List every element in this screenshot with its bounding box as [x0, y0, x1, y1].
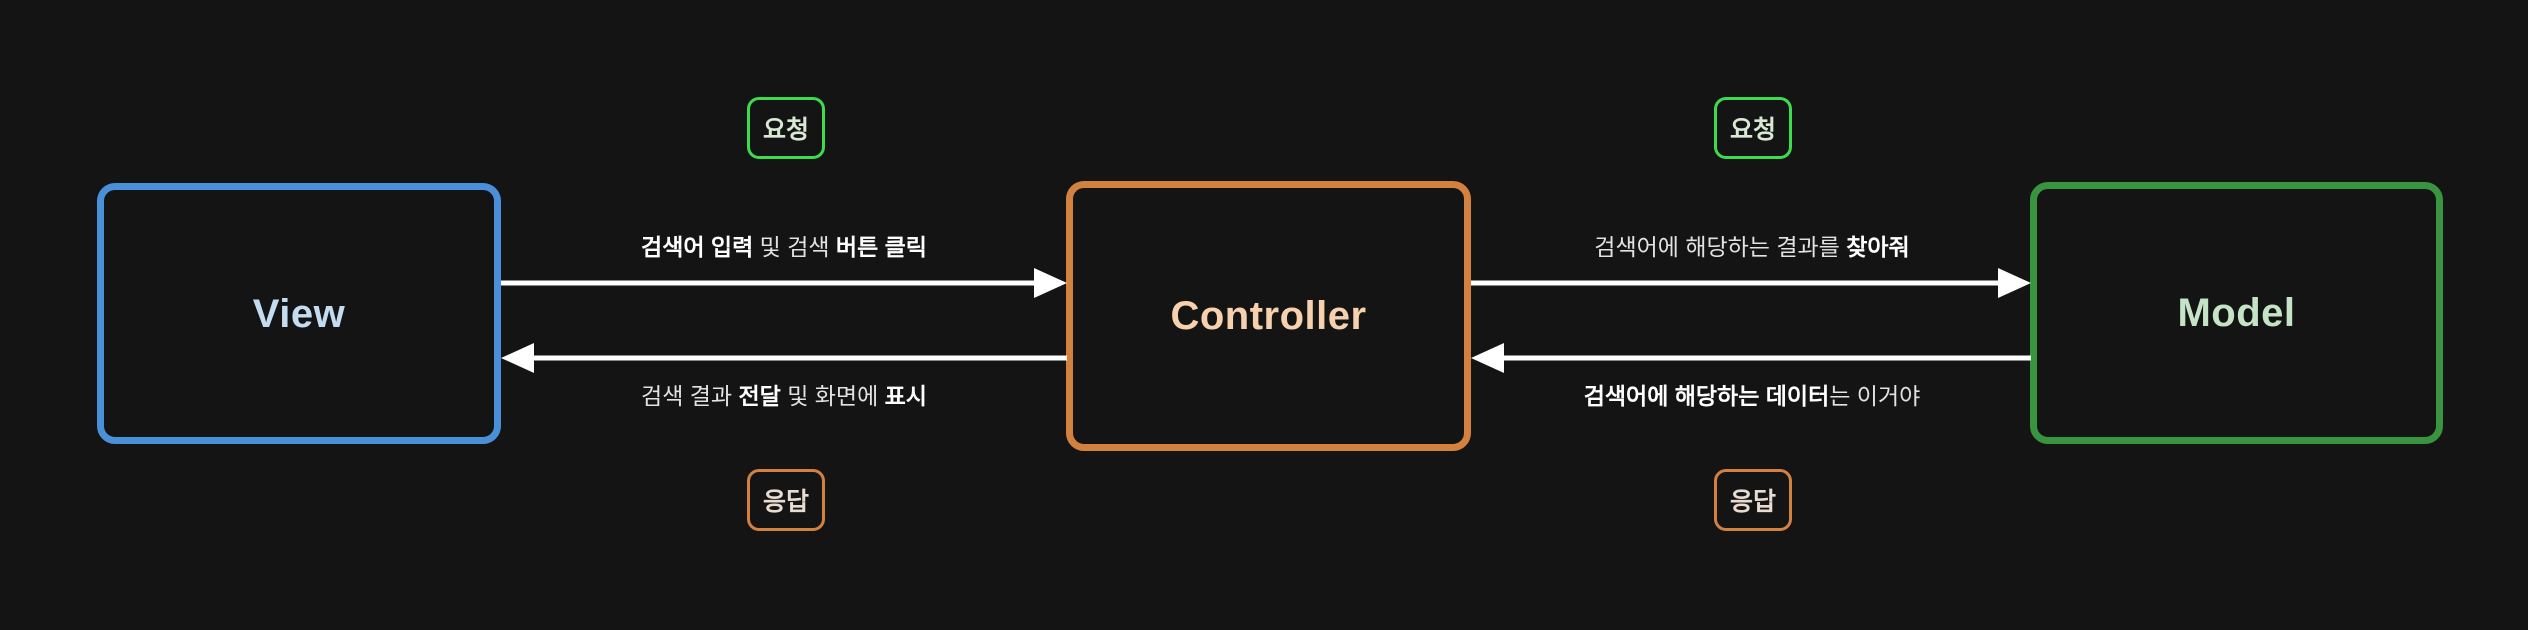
- edge-label-view-to-controller: 검색어 입력 및 검색 버튼 클릭: [641, 234, 927, 262]
- node-model-label: Model: [2177, 291, 2296, 335]
- arrow-controller-to-model: [1471, 268, 2031, 298]
- badge-response-right: 응답: [1714, 469, 1792, 531]
- edge-label-segment: 전달: [738, 383, 781, 409]
- badge-response-left-label: 응답: [762, 488, 809, 516]
- edge-label-segment: 검색어에 해당하는 결과를: [1594, 234, 1847, 260]
- edge-label-segment: 찾아줘: [1846, 234, 1910, 260]
- badge-request-right-label: 요청: [1729, 116, 1776, 144]
- edge-label-segment: 및 화면에: [780, 383, 885, 409]
- arrow-view-to-controller: [501, 268, 1067, 298]
- edge-label-segment: 검색 결과: [641, 383, 739, 409]
- badge-request-left: 요청: [747, 97, 825, 159]
- edge-label-segment: 버튼 클릭: [835, 234, 927, 260]
- node-view-label: View: [252, 291, 346, 336]
- badge-request-left-label: 요청: [762, 116, 809, 144]
- edge-label-controller-to-view: 검색 결과 전달 및 화면에 표시: [641, 383, 927, 411]
- badge-request-right: 요청: [1714, 97, 1792, 159]
- edge-label-model-to-controller: 검색어에 해당하는 데이터는 이거야: [1584, 383, 1921, 411]
- edge-label-segment: 표시: [884, 383, 927, 409]
- node-controller[interactable]: Controller: [1066, 181, 1471, 451]
- badge-response-left: 응답: [747, 469, 825, 531]
- arrow-model-to-controller: [1471, 343, 2031, 373]
- arrow-controller-to-view: [501, 343, 1067, 373]
- node-view[interactable]: View: [97, 183, 501, 444]
- edge-label-controller-to-model: 검색어에 해당하는 결과를 찾아줘: [1594, 234, 1909, 262]
- badge-response-right-label: 응답: [1729, 488, 1776, 516]
- edge-label-segment: 는 이거야: [1829, 383, 1921, 409]
- edge-label-segment: 및 검색: [753, 234, 836, 260]
- node-model[interactable]: Model: [2030, 182, 2443, 444]
- edge-label-segment: 검색어 입력: [641, 234, 754, 260]
- edge-label-segment: 검색어에 해당하는 데이터: [1583, 383, 1830, 409]
- node-controller-label: Controller: [1170, 294, 1367, 338]
